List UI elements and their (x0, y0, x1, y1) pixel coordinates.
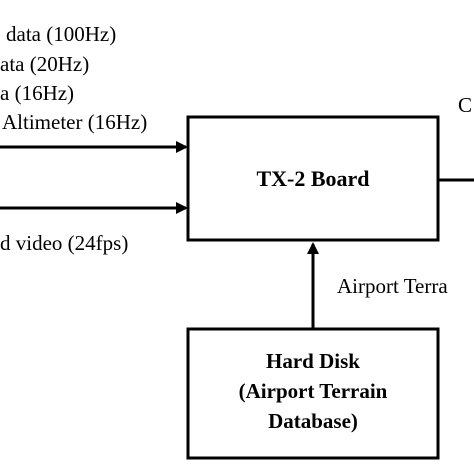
input-label-altimeter: Altimeter (16Hz) (2, 110, 148, 134)
input-label-video: d video (24fps) (0, 231, 129, 255)
tx2-board-box (186, 115, 440, 242)
tx2-board-label: TX-2 Board (256, 166, 370, 191)
output-label: C (458, 93, 473, 117)
hard-disk-box (186, 327, 440, 460)
hard-disk-subtitle-line1: (Airport Terrain (238, 379, 388, 403)
hard-disk-subtitle-line2: Database) (268, 409, 358, 433)
hard-disk-label: Hard Disk (Airport Terrain Database) (188, 346, 438, 436)
hard-disk-title: Hard Disk (266, 349, 360, 373)
input-label-imu: ata (20Hz) (0, 52, 90, 76)
terrain-link-label: Airport Terra (337, 274, 448, 298)
input-label-gps: data (100Hz) (6, 22, 117, 46)
input-label-air-data: a (16Hz) (0, 81, 75, 105)
